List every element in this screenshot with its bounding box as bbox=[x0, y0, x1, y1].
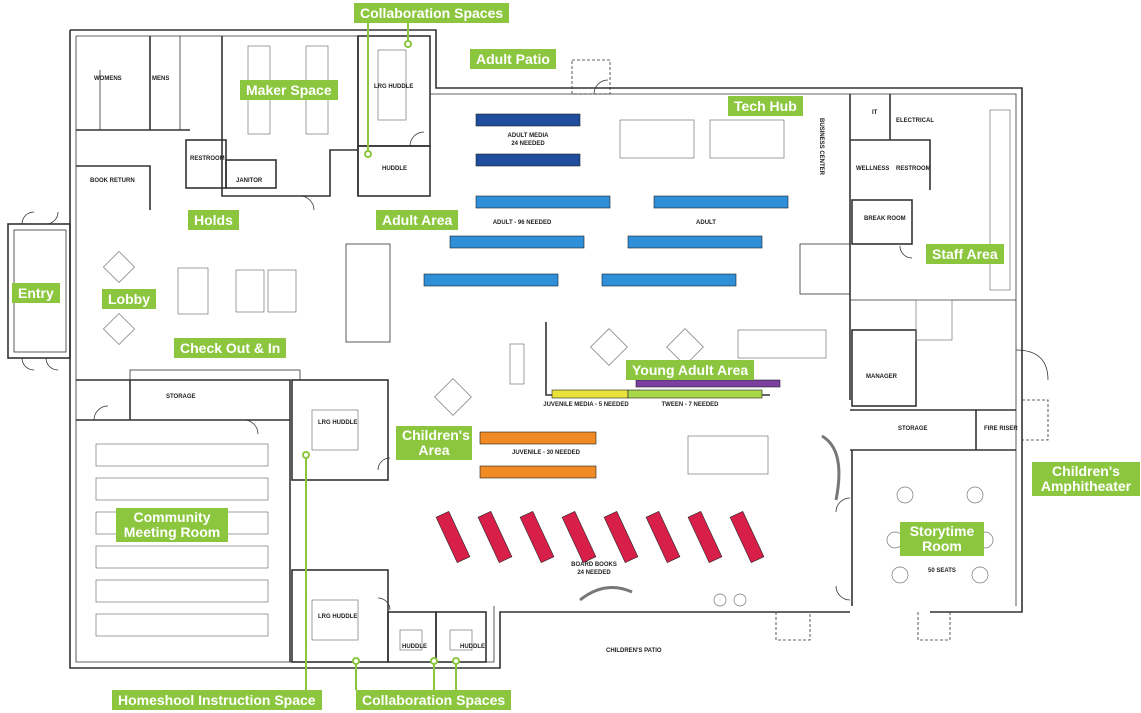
room-huddle-b1: HUDDLE bbox=[402, 644, 427, 650]
shelf-label-adult-media: ADULT MEDIA bbox=[507, 133, 549, 139]
shelf-board-1 bbox=[435, 510, 471, 564]
shelf-label-adult: ADULT bbox=[696, 220, 716, 226]
room-business-center: BUSINESS CENTER bbox=[818, 118, 824, 176]
shelf-tween bbox=[627, 389, 763, 399]
shelf-adult-media-2 bbox=[475, 153, 581, 167]
room-storage-staff: STORAGE bbox=[898, 426, 928, 432]
room-childrens-patio: CHILDREN'S PATIO bbox=[606, 648, 662, 654]
room-manager: MANAGER bbox=[866, 374, 897, 380]
room-it: IT bbox=[872, 110, 878, 116]
shelf-label-juvenile-media: JUVENILE MEDIA - 5 NEEDED bbox=[543, 402, 629, 408]
room-huddle-b2: HUDDLE bbox=[460, 644, 485, 650]
label-adult-area: Adult Area bbox=[376, 210, 459, 230]
shelf-tween-purple bbox=[635, 379, 781, 388]
room-restroom: RESTROOM bbox=[190, 156, 225, 162]
shelf-adult-6 bbox=[601, 273, 737, 287]
shelf-board-6 bbox=[645, 510, 681, 564]
shelf-label-adult-media-needed: 24 NEEDED bbox=[511, 141, 545, 147]
label-tech-hub: Tech Hub bbox=[728, 96, 803, 116]
door-swings bbox=[21, 79, 913, 611]
shelf-adult-4 bbox=[627, 235, 763, 249]
label-collaboration-spaces-top: Collaboration Spaces bbox=[354, 3, 510, 23]
shelf-board-7 bbox=[687, 510, 723, 564]
shelf-label-juvenile: JUVENILE - 30 NEEDED bbox=[511, 450, 581, 456]
shelf-juvenile-2 bbox=[479, 465, 597, 479]
room-lrg-huddle-mid: LRG HUDDLE bbox=[318, 420, 358, 426]
shelf-board-5 bbox=[603, 510, 639, 564]
room-wellness: WELLNESS bbox=[856, 166, 890, 172]
label-adult-patio: Adult Patio bbox=[470, 49, 556, 69]
room-mens: MENS bbox=[152, 76, 170, 82]
shelf-label-board-books-needed: 24 NEEDED bbox=[577, 570, 611, 576]
shelf-label-board-books: BOARD BOOKS bbox=[571, 562, 617, 568]
room-storage-left: STORAGE bbox=[166, 394, 196, 400]
walls bbox=[7, 29, 1049, 669]
label-young-adult-area: Young Adult Area bbox=[626, 360, 755, 380]
label-maker-space: Maker Space bbox=[240, 80, 338, 100]
room-book-return: BOOK RETURN bbox=[90, 178, 135, 184]
shelf-adult-2 bbox=[653, 195, 789, 209]
label-childrens-area: Children's Area bbox=[396, 426, 472, 460]
label-childrens-amphitheater: Children's Amphitheater bbox=[1032, 462, 1140, 496]
room-lrg-huddle-top: LRG HUDDLE bbox=[374, 84, 414, 90]
leader-lines bbox=[302, 22, 460, 690]
room-lrg-huddle-bottom: LRG HUDDLE bbox=[318, 614, 358, 620]
shelf-adult-media-1 bbox=[475, 113, 581, 127]
shelf-adult-1 bbox=[475, 195, 611, 209]
room-electrical: ELECTRICAL bbox=[896, 118, 934, 124]
shelf-adult-5 bbox=[423, 273, 559, 287]
shelf-board-3 bbox=[519, 510, 555, 564]
shelf-label-adult-96: ADULT - 96 NEEDED bbox=[492, 220, 552, 226]
label-lobby: Lobby bbox=[102, 289, 156, 309]
shelf-juvenile-media bbox=[551, 389, 629, 399]
label-homeschool-instruction-space: Homeshool Instruction Space bbox=[112, 690, 322, 710]
label-entry: Entry bbox=[12, 283, 60, 303]
shelving bbox=[423, 113, 789, 564]
label-collaboration-spaces-bottom: Collaboration Spaces bbox=[356, 690, 512, 710]
shelf-juvenile-1 bbox=[479, 431, 597, 445]
room-50-seats: 50 SEATS bbox=[928, 568, 956, 574]
shelf-board-2 bbox=[477, 510, 513, 564]
label-check-out-in: Check Out & In bbox=[174, 338, 287, 358]
room-huddle-top: HUDDLE bbox=[382, 166, 407, 172]
label-staff-area: Staff Area bbox=[926, 244, 1004, 264]
room-womens: WOMENS bbox=[94, 76, 122, 82]
shelf-board-8 bbox=[729, 510, 765, 564]
room-break-room: BREAK ROOM bbox=[864, 216, 906, 222]
room-janitor: JANITOR bbox=[236, 178, 263, 184]
shelf-adult-3 bbox=[449, 235, 585, 249]
label-holds: Holds bbox=[188, 210, 239, 230]
shelf-board-4 bbox=[561, 510, 597, 564]
shelf-label-tween: TWEEN - 7 NEEDED bbox=[661, 402, 719, 408]
furniture bbox=[102, 45, 1011, 651]
room-fire-riser: FIRE RISER bbox=[984, 426, 1018, 432]
label-community-meeting-room: Community Meeting Room bbox=[116, 508, 228, 542]
room-restroom-staff: RESTROOM bbox=[896, 166, 931, 172]
label-storytime-room: Storytime Room bbox=[900, 522, 984, 556]
